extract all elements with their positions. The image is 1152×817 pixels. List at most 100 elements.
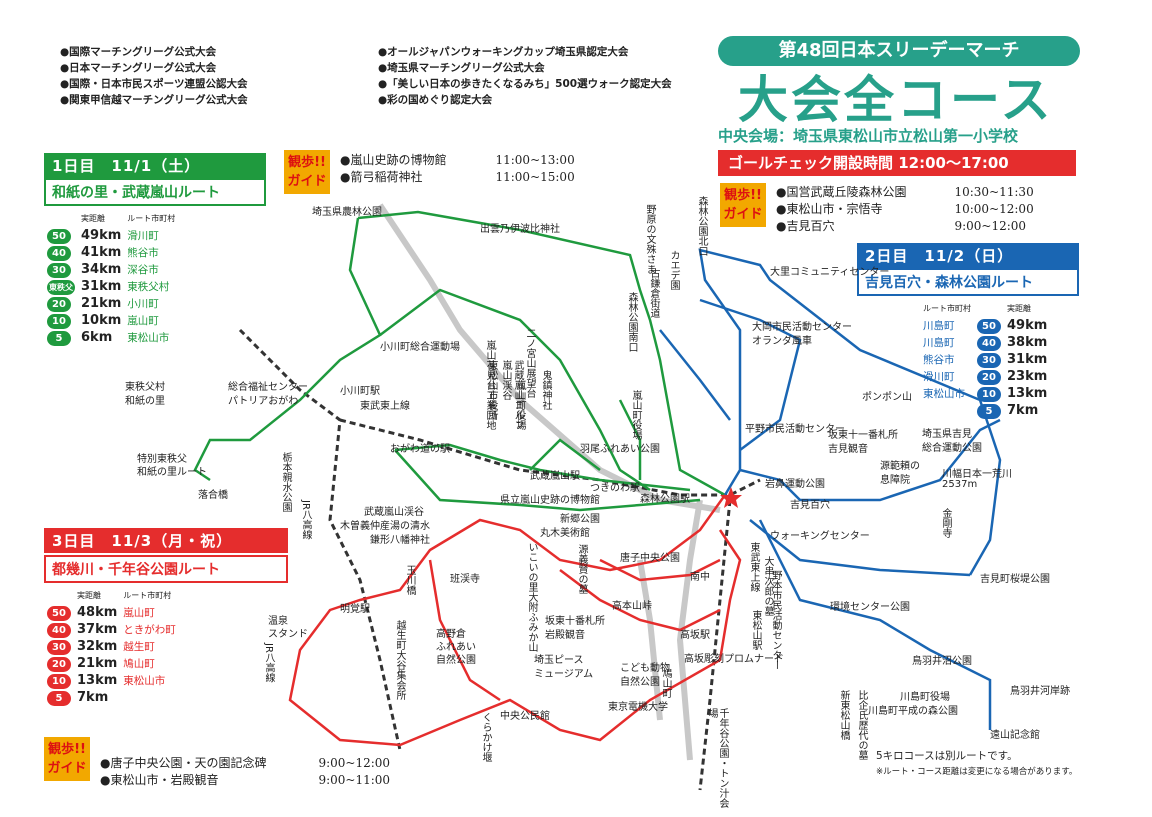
place-label-vertical: 森林公園北口 — [696, 196, 707, 256]
badge-30: 30 — [977, 352, 1001, 368]
day1-route — [193, 210, 726, 512]
place-label: 2537m — [942, 479, 978, 490]
place-label-vertical: 源義賢の墓 — [576, 544, 587, 594]
place-label: 総合福祉センター — [228, 382, 308, 393]
place-label: 小川町駅 — [340, 386, 380, 397]
guide-item: 吉見百穴 9:00~12:00 — [776, 218, 1034, 235]
badge-5: 5 — [977, 403, 1001, 419]
place-label: 吉見百穴 — [790, 500, 830, 511]
place-label: 和紙の里 — [125, 396, 165, 407]
place-label-vertical: 新東松山橋 — [838, 690, 849, 740]
badge-higashichichibu: 東秩父 — [47, 279, 75, 295]
badge-20: 20 — [977, 369, 1001, 385]
guide-time: 9:00~12:00 — [954, 219, 1027, 233]
place-label-vertical: 嵐山渓谷 — [500, 360, 511, 400]
guide-time: 10:30~11:30 — [954, 185, 1034, 199]
place-label: スタンド — [268, 629, 308, 640]
railway-lines — [238, 328, 761, 791]
place-label: こども動物 — [620, 663, 670, 674]
place-label-vertical: 野本市民活動センター — [770, 570, 781, 670]
place-label-vertical: 鬼鎮神社 — [540, 370, 551, 410]
day3-route — [288, 494, 742, 747]
muni: 越生町 — [123, 641, 155, 653]
place-label: 木曽義仲産湯の清水 — [340, 521, 430, 532]
badge-10: 10 — [47, 673, 71, 689]
badge-10: 10 — [977, 386, 1001, 402]
place-label: 明覚駅 — [340, 604, 370, 615]
place-label-vertical: 武蔵嵐山ゴルフ — [512, 360, 523, 430]
place-label: 東秩父村 — [125, 382, 165, 393]
place-label: 大里コミュニティセンター — [770, 267, 890, 278]
place-label: 高野倉 — [436, 629, 466, 640]
place-label: 南中 — [690, 572, 710, 583]
place-label-vertical: 比企氏歴代の墓 — [856, 690, 867, 760]
guide-place: 東松山市・岩殿観音 — [110, 773, 219, 787]
km: 7km — [1007, 403, 1039, 418]
place-label: 森林公園駅 — [640, 494, 690, 505]
km: 31km — [81, 279, 122, 294]
place-label: ポンポン山 — [862, 392, 912, 403]
guide-time: 9:00~11:00 — [318, 773, 391, 787]
cert-item: 国際マーチングリーグ公式大会 — [60, 44, 248, 60]
place-label: 自然公園 — [620, 677, 660, 688]
cert-item: 「美しい日本の歩きたくなるみち」500選ウォーク認定大会 — [378, 76, 671, 92]
km: 32km — [77, 639, 118, 654]
guide-place: 吉見百穴 — [786, 219, 835, 233]
place-label: 坂東十一番札所 — [828, 430, 898, 441]
place-label: 東武東上線 — [360, 401, 410, 412]
place-label: ウォーキングセンター — [770, 531, 870, 542]
place-label: 大岡市民活動センター — [752, 322, 852, 333]
cert-item: 埼玉県マーチングリーグ公式大会 — [378, 60, 672, 76]
place-label-vertical: 森林公園南口 — [626, 292, 637, 352]
guide-time: 11:00~13:00 — [495, 153, 575, 167]
place-label-vertical: 東松山駅 — [750, 610, 761, 650]
place-label-vertical: 越生町大谷集会所 — [394, 620, 405, 700]
place-label: 埼玉県農林公園 — [312, 207, 382, 218]
place-label: ミュージアム — [534, 669, 594, 680]
muni: 嵐山町 — [127, 315, 159, 327]
badge-50: 50 — [977, 318, 1001, 334]
km: 6km — [81, 330, 113, 345]
km: 41km — [81, 245, 122, 260]
place-label: 小川町総合運動場 — [380, 342, 460, 353]
km: 34km — [81, 262, 122, 277]
place-label: 新郷公園 — [560, 514, 600, 525]
badge-5: 5 — [47, 330, 71, 346]
guide-item: 東松山市・宗悟寺 10:00~12:00 — [776, 201, 1034, 218]
place-label-vertical: 東松山市役所 — [486, 360, 497, 420]
place-label-vertical: 嵐山花見台工業団地 — [484, 340, 495, 430]
muni: 東松山市 — [127, 332, 170, 344]
place-label-vertical: 金剛寺 — [940, 508, 951, 538]
col-km: 実距離 — [81, 214, 105, 223]
place-label: 高坂駅 — [680, 630, 710, 641]
place-label: 武蔵嵐山渓谷 — [364, 507, 424, 518]
place-label: 唐子中央公園 — [620, 553, 680, 564]
place-label: 東京電機大学 — [608, 702, 668, 713]
muni: 東松山市 — [123, 675, 166, 687]
certifications-left: 国際マーチングリーグ公式大会 日本マーチングリーグ公式大会 国際・日本市民スポー… — [60, 44, 248, 108]
guide-place: 東松山市・宗悟寺 — [786, 202, 883, 216]
muni: 東松山市 — [923, 388, 965, 400]
badge-40: 40 — [977, 335, 1001, 351]
place-label-vertical: 野原の文殊さま — [644, 204, 655, 274]
place-label: 県立嵐山史跡の博物館 — [500, 495, 600, 506]
cert-item: 関東甲信越マーチングリーグ公式大会 — [60, 92, 248, 108]
place-label: おがわ道の駅 — [390, 444, 450, 455]
muni: 滑川町 — [127, 230, 159, 242]
place-label-vertical: 古鎌倉街道 — [648, 268, 659, 318]
place-label: 中央公民館 — [500, 711, 550, 722]
guide-time: 10:00~12:00 — [954, 202, 1034, 216]
note-5km: 5キロコースは別ルートです。 — [876, 750, 1018, 762]
muni: 深谷市 — [127, 264, 159, 276]
day2-guide-badge: 観歩!! ガイド — [720, 183, 766, 227]
place-label: 源範頼の — [880, 461, 920, 472]
cert-item: 日本マーチングリーグ公式大会 — [60, 60, 248, 76]
muni: 滑川町 — [923, 371, 955, 383]
muni: 川島町 — [923, 320, 955, 332]
day2-route — [659, 248, 1002, 730]
place-label: 落合橋 — [198, 490, 228, 501]
